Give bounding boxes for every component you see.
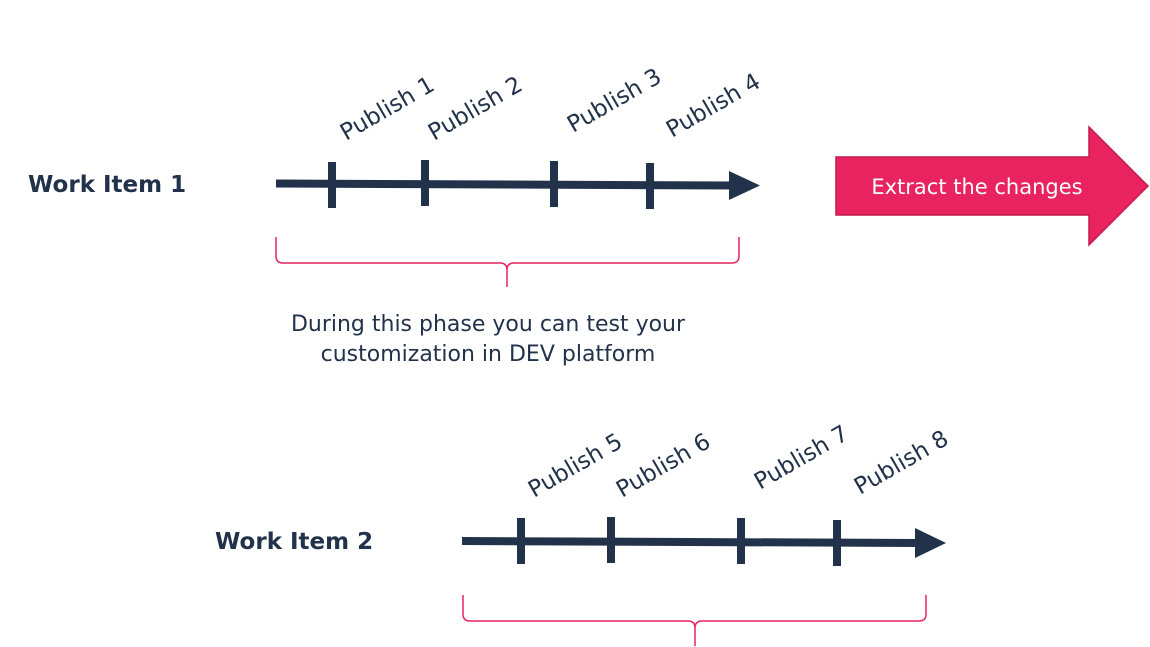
publish-1-tick	[328, 162, 336, 208]
timeline-2-shaft	[461, 537, 921, 547]
work-item-1-timeline	[275, 160, 760, 209]
extract-arrow-shape	[835, 125, 1150, 247]
publish-6-label: Publish 6	[612, 429, 715, 503]
publish-4-label: Publish 4	[662, 69, 765, 143]
publish-8-label: Publish 8	[850, 426, 953, 500]
phase-note-line-1: During this phase you can test your	[291, 312, 686, 337]
work-item-1-label: Work Item 1	[28, 172, 186, 198]
work-item-2-timeline	[461, 517, 946, 566]
publish-3-label: Publish 3	[563, 64, 666, 138]
timeline-1-arrowhead	[729, 171, 760, 200]
publish-4-tick	[646, 163, 654, 209]
phase-1-brace	[275, 237, 740, 287]
timeline-2-arrowhead	[915, 528, 946, 558]
phase-2-brace	[462, 595, 927, 646]
publish-8-tick	[833, 520, 841, 566]
publish-2-label: Publish 2	[424, 72, 527, 146]
publish-6-tick	[607, 517, 615, 563]
timeline-1-shaft	[275, 179, 735, 190]
publish-7-tick	[737, 518, 745, 564]
work-item-2-label: Work Item 2	[215, 529, 373, 555]
extract-arrow-label: Extract the changes	[871, 175, 1082, 199]
publish-5-tick	[517, 518, 525, 564]
publish-1-label: Publish 1	[336, 72, 439, 146]
publish-2-tick	[421, 160, 429, 206]
phase-note-line-2: customization in DEV platform	[321, 342, 656, 367]
publish-5-label: Publish 5	[524, 429, 627, 503]
publish-7-label: Publish 7	[750, 421, 853, 495]
extract-changes-arrow: Extract the changes	[835, 125, 1150, 247]
publish-3-tick	[550, 161, 558, 207]
